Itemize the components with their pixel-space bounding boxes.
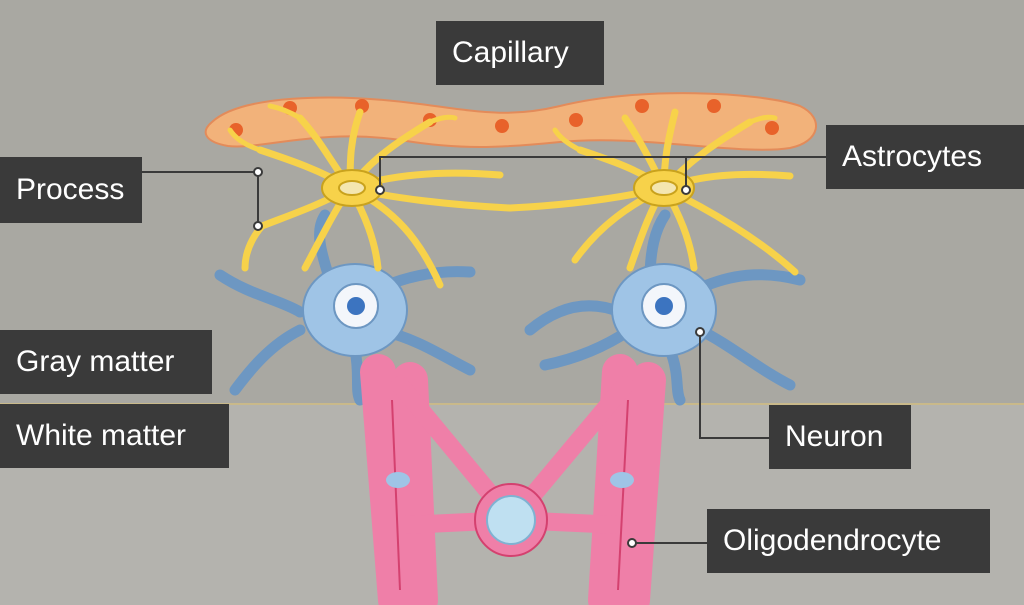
neuron-label: Neuron <box>769 405 911 469</box>
astrocytes-leader-line-left <box>379 156 826 190</box>
oligodendrocyte-label: Oligodendrocyte <box>707 509 990 573</box>
neuron-right <box>524 209 806 406</box>
neuron-leader-line <box>699 332 769 439</box>
astrocyte-right <box>506 108 799 276</box>
astrocyte-left <box>227 103 514 289</box>
capillary-label: Capillary <box>436 21 604 85</box>
oligodendrocyte-cell <box>360 354 666 605</box>
process-label: Process <box>0 157 142 223</box>
white-matter-label: White matter <box>0 404 229 468</box>
leader-dots <box>253 167 705 548</box>
astrocytes-label: Astrocytes <box>826 125 1024 189</box>
gray-matter-label: Gray matter <box>0 330 212 394</box>
